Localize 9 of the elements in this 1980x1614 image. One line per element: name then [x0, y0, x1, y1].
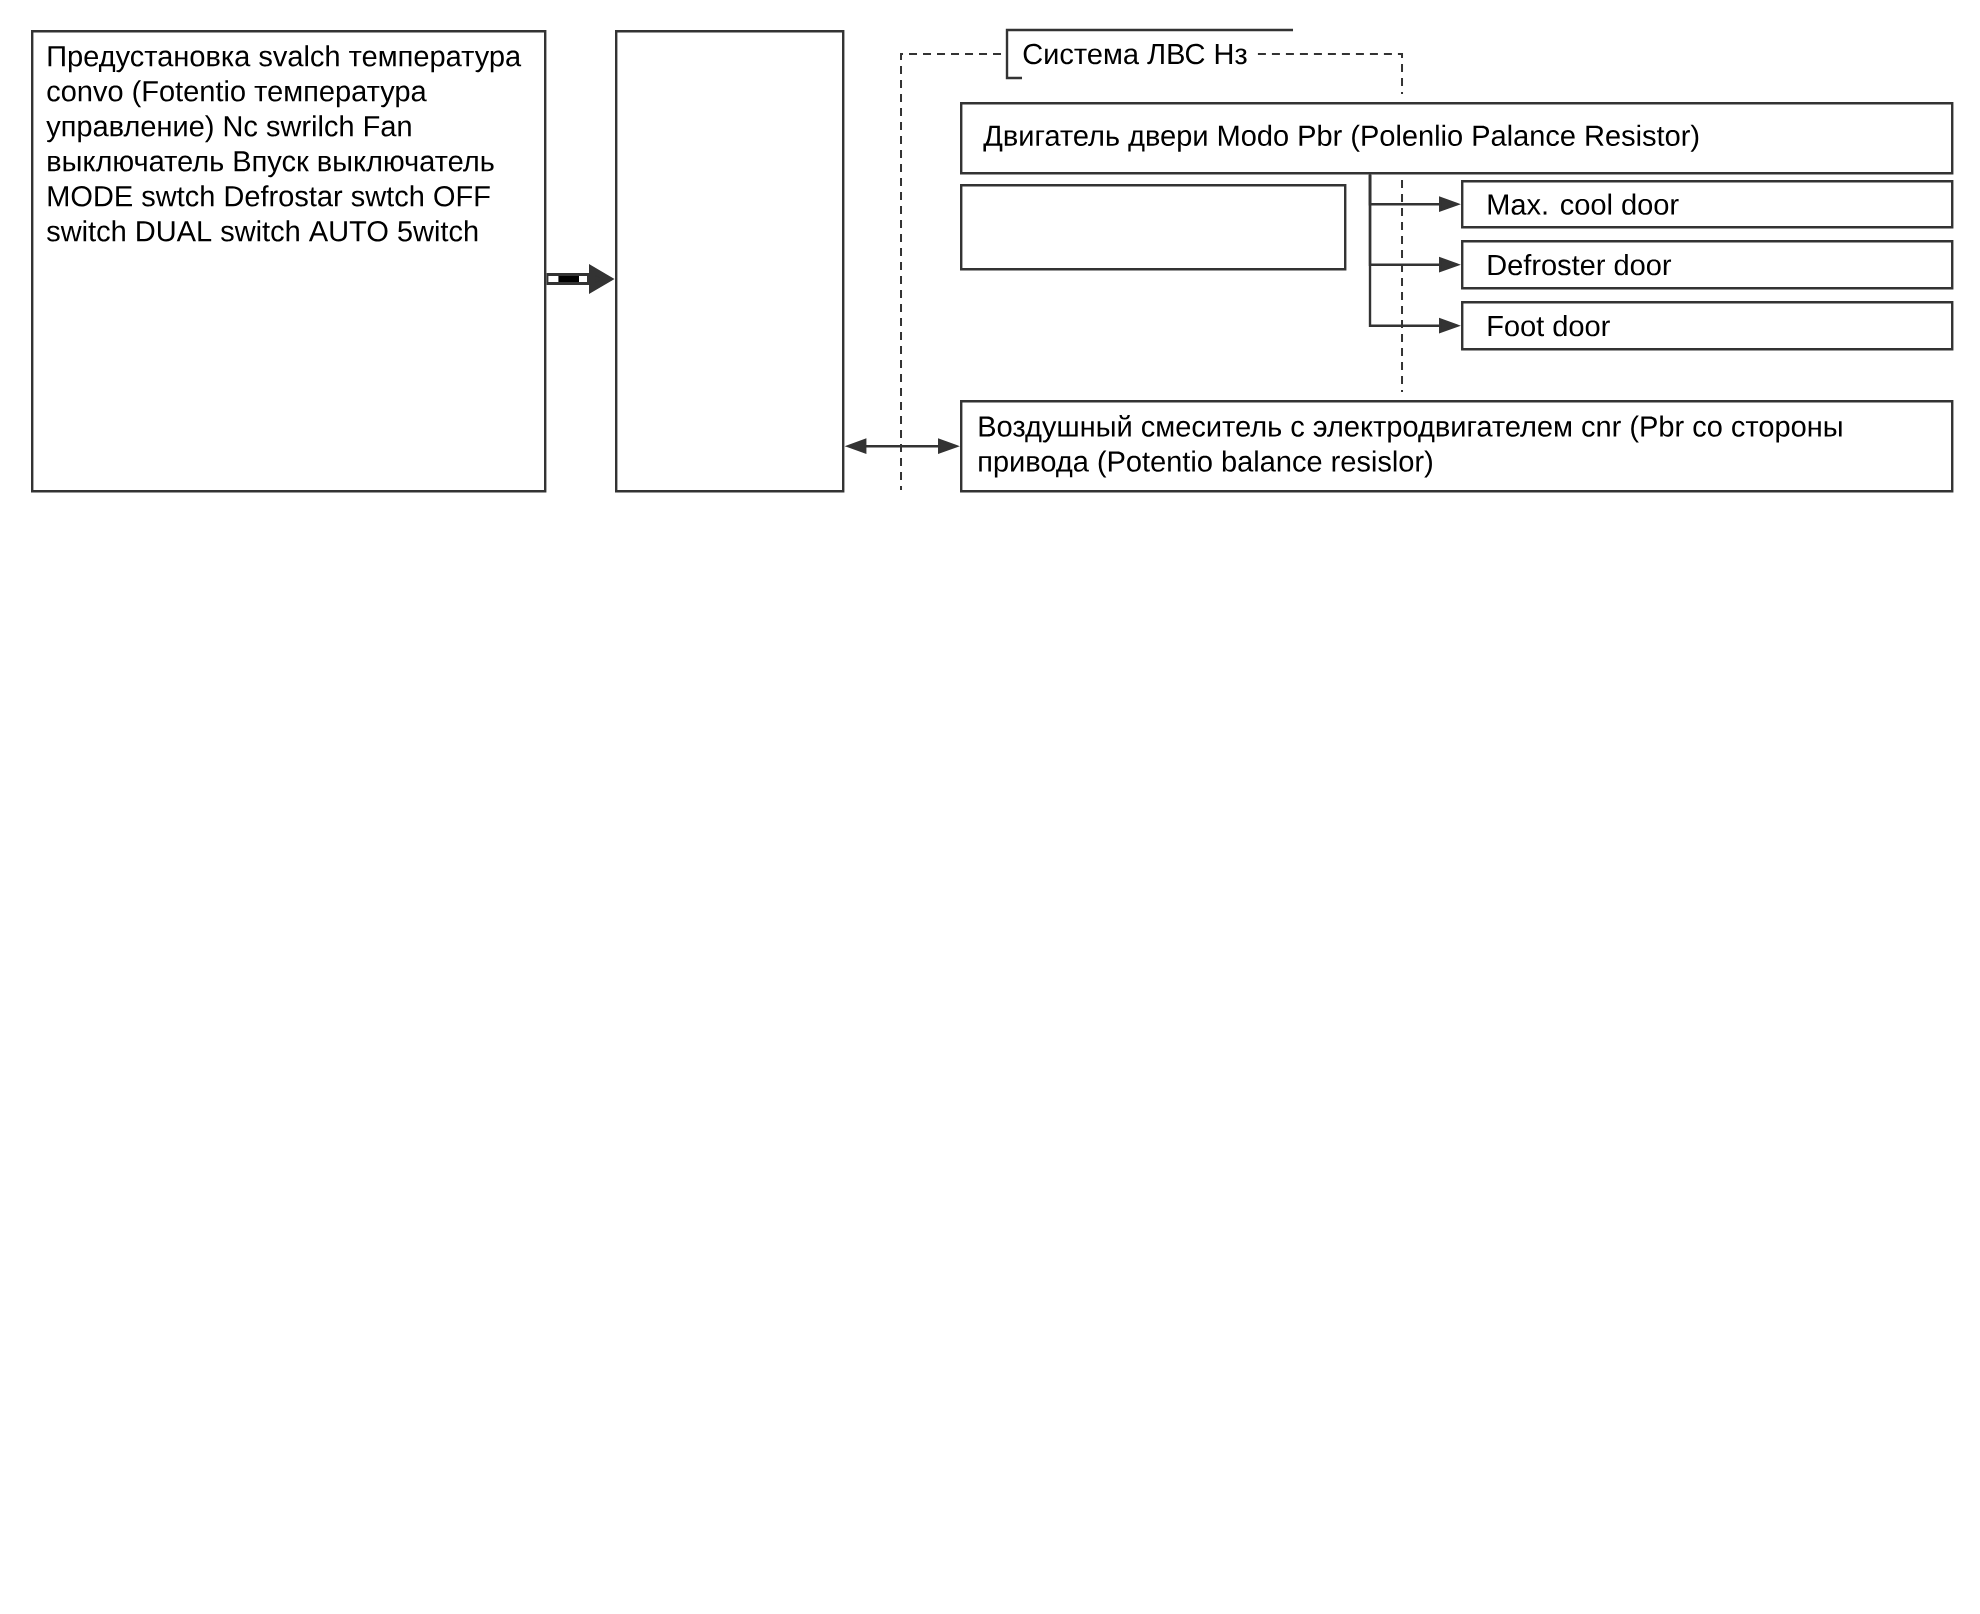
empty-box — [615, 30, 845, 493]
text-box: Max. cool door — [1461, 180, 1954, 229]
text-box: Предустановка svalch температура convo (Fotentio температура управление) Nc swrilch Fan выключатель Впуск выключатель MODE swtch Defrostar swtch OFF switch DUAL switch AUTO 5witch — [31, 30, 547, 493]
empty-box — [960, 184, 1347, 271]
bracket-label: Система ЛВС Нз — [1005, 28, 1293, 80]
text-box: Foot door — [1461, 301, 1954, 351]
text-box: Defroster door — [1461, 240, 1954, 290]
text-box: Двигатель двери Modo Pbr (Polenlio Palance Resistor) — [960, 102, 1954, 175]
text-box: Воздушный смеситель с электродвигателем cnr (Pbr co стороны привода (Potentio balance resislor) — [960, 400, 1954, 493]
